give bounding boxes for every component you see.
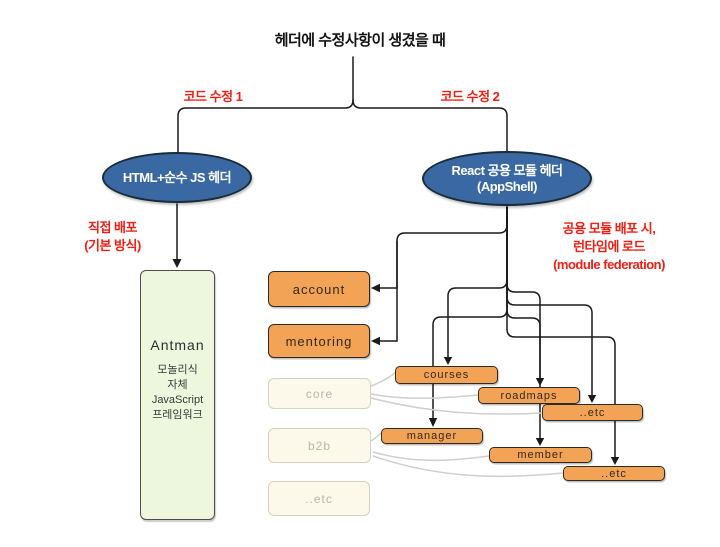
note-module-federation-line1: 공용 모듈 배포 시,: [562, 221, 656, 236]
edge-appshell-courses: [447, 206, 508, 359]
note-module-federation-line2: 런타임에 로드: [573, 239, 645, 254]
node-module-account: account: [268, 271, 370, 307]
node-appshell-header-line1: React 공용 모듈 헤더: [451, 162, 563, 178]
arrowhead-roadmaps: [535, 378, 545, 386]
node-appshell-header-line2: (AppShell): [477, 178, 538, 194]
edge-ghost-b2b-member: [372, 451, 490, 462]
node-module-etc-inactive: ..etc: [268, 481, 370, 516]
node-legacy-header-label: HTML+순수 JS 헤더: [122, 169, 232, 185]
arrowhead-etc2: [610, 457, 620, 465]
branch-label-code-fix-2: 코드 수정 2: [440, 89, 500, 104]
note-module-federation: 공용 모듈 배포 시, 런타임에 로드 (module federation): [515, 220, 703, 274]
page-title: 헤더에 수정사항이 생겼을 때: [274, 32, 446, 49]
edge-ghost-b2b-etc2: [372, 455, 564, 478]
node-module-core-inactive: core: [268, 378, 371, 409]
arrowhead-courses: [443, 357, 453, 365]
edge-ghost-b2b-manager: [370, 432, 382, 442]
note-direct-deploy: 직접 배포 (기본 방식): [50, 219, 175, 255]
node-antman-framework: Antman 모놀리식 자체 JavaScript 프레임워크: [140, 270, 215, 520]
note-direct-deploy-line2: (기본 방식): [84, 238, 141, 253]
edge-appshell-etc2: [506, 206, 616, 459]
node-module-roadmaps: roadmaps: [478, 387, 580, 404]
node-legacy-header: HTML+순수 JS 헤더: [102, 152, 252, 203]
edge-brace-right: [352, 99, 508, 153]
note-direct-deploy-line1: 직접 배포: [88, 220, 137, 235]
edge-ghost-core-courses: [370, 371, 397, 387]
node-module-member: member: [489, 447, 592, 463]
arrowhead-manager: [428, 418, 438, 427]
arrowhead-mentoring: [371, 336, 380, 346]
arrowhead-account: [371, 283, 380, 293]
antman-desc-line: 모놀리식: [157, 364, 198, 376]
node-module-etc-bottom: ..etc: [563, 466, 665, 481]
edge-ghost-core-roadmaps: [370, 393, 479, 400]
node-module-b2b-inactive: b2b: [268, 428, 371, 463]
branch-label-code-fix-1: 코드 수정 1: [183, 89, 243, 104]
edge-ghost-core-etc1: [370, 397, 543, 415]
antman-title: Antman: [150, 337, 205, 353]
antman-desc-line: 프레임워크: [152, 409, 203, 421]
arrowhead-etc1: [587, 395, 597, 403]
edge-appshell-account: [374, 206, 508, 289]
antman-desc-line: 자체: [167, 379, 188, 391]
edge-appshell-mentoring: [374, 240, 398, 342]
node-appshell-header: React 공용 모듈 헤더 (AppShell): [422, 151, 592, 206]
node-module-manager: manager: [381, 428, 483, 444]
arrowhead-legacy-deploy: [172, 259, 182, 268]
node-module-etc-top: ..etc: [542, 404, 643, 421]
antman-desc-line: JavaScript: [151, 394, 204, 406]
edge-brace-left: [177, 99, 354, 153]
note-module-federation-line3: (module federation): [553, 257, 665, 272]
node-module-mentoring: mentoring: [268, 324, 370, 358]
arrowhead-member: [535, 438, 545, 446]
node-module-courses: courses: [395, 366, 498, 384]
